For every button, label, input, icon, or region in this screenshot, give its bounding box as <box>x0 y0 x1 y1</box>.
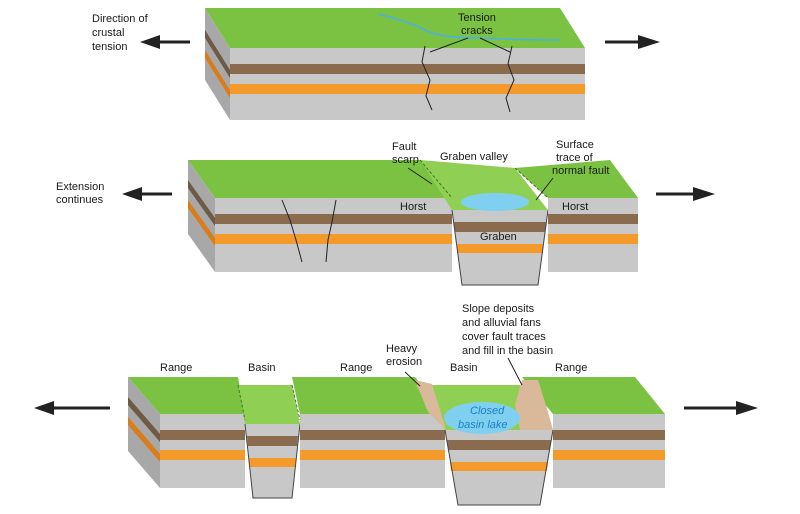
label-slope-deposits-1: Slope deposits <box>462 303 535 315</box>
range-arrow-left <box>34 401 54 415</box>
label-graben: Graben <box>480 231 517 243</box>
alluvial-fan-right <box>515 380 553 430</box>
panel-graben-formation: Extension continues Fault scarp Graben v… <box>56 139 715 286</box>
label-surface-trace-2: trace of <box>556 152 594 164</box>
label-heavy-erosion-2: erosion <box>386 356 422 368</box>
label-basin-right: Basin <box>450 362 478 374</box>
label-graben-valley: Graben valley <box>440 151 508 163</box>
label-slope-deposits-2: and alluvial fans <box>462 317 541 329</box>
label-closed-basin-lake-1: Closed <box>470 405 505 417</box>
label-slope-deposits-4: and fill in the basin <box>462 345 553 357</box>
label-direction-tension-1: Direction of <box>92 13 149 25</box>
label-tension-cracks-2: cracks <box>461 25 493 37</box>
label-range-left: Range <box>160 362 192 374</box>
label-fault-scarp-2: scarp <box>392 154 419 166</box>
range-left-surface <box>128 377 245 414</box>
extension-arrow-left <box>122 187 142 201</box>
basin-left-surface <box>238 385 300 424</box>
label-surface-trace-1: Surface <box>556 139 594 151</box>
alluvial-fan-left <box>415 380 446 430</box>
label-slope-deposits-3: cover fault traces <box>462 331 546 343</box>
graben-lake <box>461 193 529 211</box>
block1-side <box>205 8 230 120</box>
label-basin-left: Basin <box>248 362 276 374</box>
tension-crack-1 <box>421 45 433 111</box>
range-right-surface <box>522 377 665 414</box>
tension-arrow-right <box>638 35 660 49</box>
label-horst-right: Horst <box>562 201 588 213</box>
label-direction-tension-2: crustal <box>92 27 124 39</box>
panel-tension-cracks: Direction of crustal tension Tension cra… <box>92 8 660 120</box>
label-extension-1: Extension <box>56 181 104 193</box>
label-surface-trace-3: normal fault <box>552 165 609 177</box>
label-range-middle: Range <box>340 362 372 374</box>
label-heavy-erosion-1: Heavy <box>386 343 418 355</box>
range-middle-surface <box>292 377 445 414</box>
range-arrow-right <box>736 401 758 415</box>
tension-arrow-left <box>140 35 160 49</box>
label-tension-cracks-1: Tension <box>458 12 496 24</box>
block1-surface <box>205 8 585 48</box>
label-fault-scarp-1: Fault <box>392 141 416 153</box>
label-horst-left: Horst <box>400 201 426 213</box>
label-closed-basin-lake-2: basin lake <box>458 419 508 431</box>
block2-surface <box>188 160 452 198</box>
panel-basin-and-range: Range Basin Range Heavy erosion Basin Ra… <box>34 303 758 506</box>
label-extension-2: continues <box>56 194 104 206</box>
closed-basin-lake <box>444 402 520 434</box>
label-direction-tension-3: tension <box>92 41 127 53</box>
label-range-right: Range <box>555 362 587 374</box>
tension-crack-2 <box>505 45 515 113</box>
extension-arrow-right <box>693 187 715 201</box>
